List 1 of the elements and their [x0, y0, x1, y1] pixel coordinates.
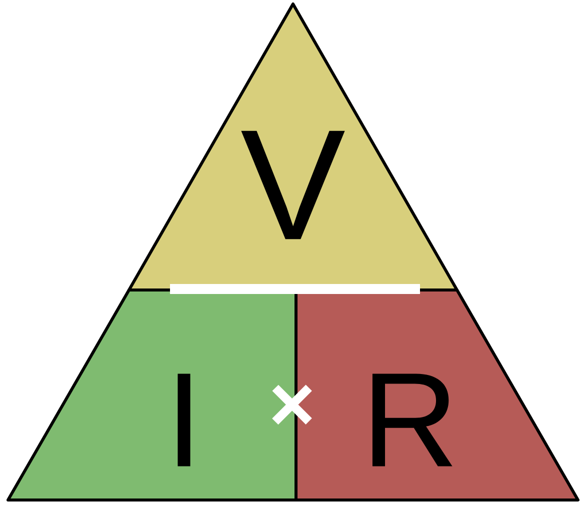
triangle-section: V — [128, 2, 458, 292]
